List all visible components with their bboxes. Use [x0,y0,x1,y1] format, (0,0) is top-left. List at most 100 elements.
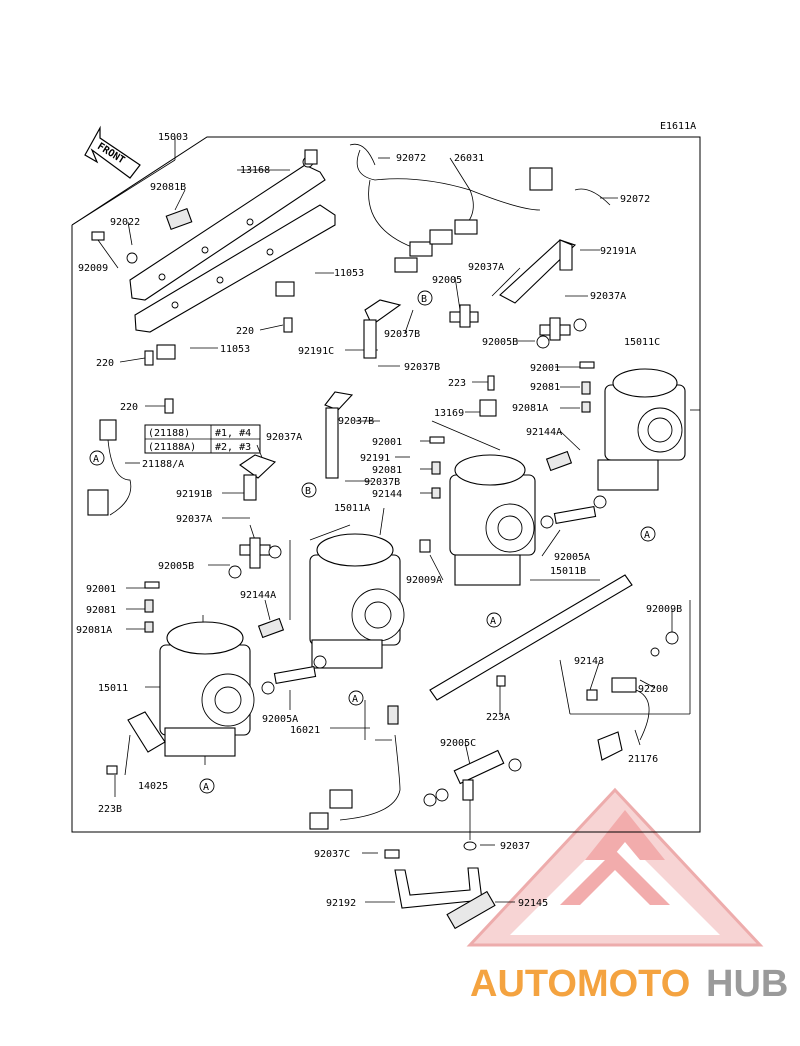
table-row1-part: (21188) [148,428,190,439]
hoses [239,239,577,501]
label-92191: 92191 [360,453,390,464]
svg-text:B: B [421,294,427,305]
label-92037B-a: 92037B [384,329,420,340]
label-11053-a: 11053 [334,268,364,279]
label-92005A-l: 92005A [262,714,298,725]
table-row2-part: (21188A) [148,442,196,453]
label-15011C: 15011C [624,337,660,348]
label-92144A-l: 92144A [240,590,276,601]
label-92037A-l2: 92037A [176,514,212,525]
label-15011A: 15011A [334,503,370,514]
throttle-sensor [87,419,132,516]
front-arrow-icon: FRONT [84,125,141,179]
t-fittings [228,304,587,579]
fuel-joint [423,749,522,807]
label-92081-m: 92081 [372,465,402,476]
label-92001-m: 92001 [372,437,402,448]
label-220-a: 220 [236,326,254,337]
label-92001-r: 92001 [530,363,560,374]
label-92037C: 92037C [314,849,350,860]
label-26031: 26031 [454,153,484,164]
label-92081-l: 92081 [86,605,116,616]
label-92081A-l: 92081A [76,625,112,636]
bottom-hoses [384,841,496,930]
label-92005B-l: 92005B [158,561,194,572]
label-92005: 92005 [432,275,462,286]
label-92081B: 92081B [150,182,186,193]
label-223B: 223B [98,804,122,815]
carburetor-15011 [159,621,255,757]
part-labels: 15003 13168 92081B 92022 92009 11053 220… [76,132,682,909]
svg-text:A: A [490,616,496,627]
carburetor-15011C [597,368,686,491]
carburetor-15011B [449,454,536,586]
label-92191C: 92191C [298,346,334,357]
watermark-brand-part1: AUTOMOTO [470,963,690,1005]
svg-text:A: A [352,694,358,705]
watermark-brand-part2: HUB [706,963,788,1005]
label-15003: 15003 [158,132,188,143]
label-223A: 223A [486,712,510,723]
label-92200: 92200 [638,684,668,695]
label-92009A: 92009A [406,575,442,586]
label-92037A-top: 92037A [468,262,504,273]
table-row2-cyl: #2, #3 [215,442,251,453]
carburetor-15011A [309,533,405,669]
link-plate [429,574,633,701]
label-92081A-r: 92081A [512,403,548,414]
label-13168: 13168 [240,165,270,176]
label-92144: 92144 [372,489,402,500]
diagram-code: E1611A [660,121,696,132]
svg-text:A: A [93,454,99,465]
label-92072-a: 92072 [396,153,426,164]
wiring-harness [349,143,611,273]
label-220-c: 220 [120,402,138,413]
label-92005B-r: 92005B [482,337,518,348]
choke-cable [309,705,401,830]
label-92037A-l: 92037A [266,432,302,443]
label-16021: 16021 [290,725,320,736]
cover-14025 [106,711,166,775]
label-14025: 14025 [138,781,168,792]
label-15011B: 15011B [550,566,586,577]
label-92005A-r: 92005A [554,552,590,563]
reference-table: (21188) #1, #4 (21188A) #2, #3 [144,424,261,454]
label-13169: 13169 [434,408,464,419]
leader-lines [71,137,700,903]
svg-text:A: A [203,782,209,793]
label-92037: 92037 [500,841,530,852]
label-11053-b: 11053 [220,344,250,355]
label-92144A-r: 92144A [526,427,562,438]
label-92009: 92009 [78,263,108,274]
bracket-assembly [91,149,336,414]
label-92072-b: 92072 [620,194,650,205]
label-92191B: 92191B [176,489,212,500]
label-92143: 92143 [574,656,604,667]
label-220-b: 220 [96,358,114,369]
table-row1-cyl: #1, #4 [215,428,251,439]
label-21188A: 21188/A [142,459,184,470]
label-92145: 92145 [518,898,548,909]
label-92037B-c: 92037B [338,416,374,427]
watermark-brand: AUTOMOTO HUB [470,963,788,1005]
label-15011: 15011 [98,683,128,694]
label-92022: 92022 [110,217,140,228]
label-92192: 92192 [326,898,356,909]
label-92001-l: 92001 [86,584,116,595]
label-21176: 21176 [628,754,658,765]
main-frame [71,136,701,833]
label-223: 223 [448,378,466,389]
label-92037B-b: 92037B [404,362,440,373]
label-92005C: 92005C [440,738,476,749]
springs-small-parts [144,361,607,695]
label-92037B-d: 92037B [364,477,400,488]
svg-text:A: A [644,530,650,541]
watermark-logo [466,787,764,947]
callout-markers: A A A A A B B [89,290,656,794]
label-92009B: 92009B [646,604,682,615]
label-92191A: 92191A [600,246,636,257]
svg-text:B: B [305,486,311,497]
sensor-21176 [586,631,679,761]
